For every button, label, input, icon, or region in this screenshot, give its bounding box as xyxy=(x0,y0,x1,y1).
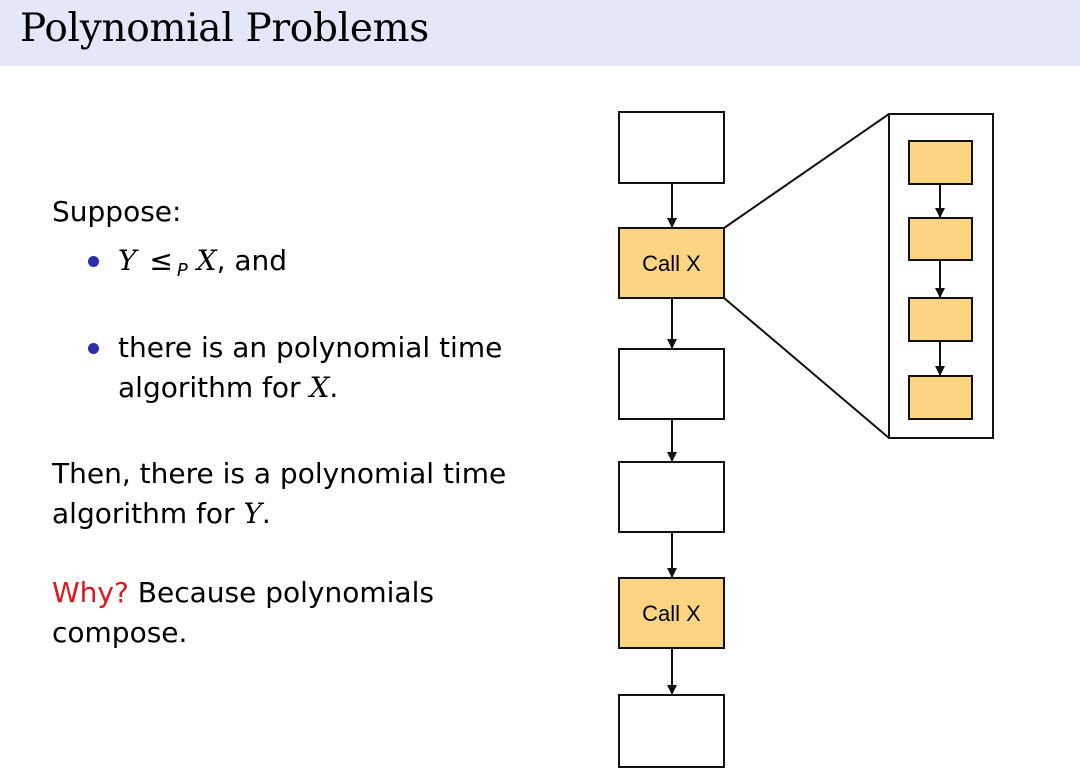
inner-step-box-1 xyxy=(908,140,973,185)
then-line2: algorithm for Y. xyxy=(52,497,271,530)
math-x: X xyxy=(309,371,330,404)
bullet-icon xyxy=(88,256,99,267)
suppose-text: Suppose: xyxy=(52,195,182,228)
call-x-box-1 xyxy=(618,227,725,299)
title-bar: Polynomial Problems xyxy=(0,0,1080,66)
call-x-label-2: Call X xyxy=(642,601,701,626)
step-box-1 xyxy=(618,111,725,184)
step-box-2 xyxy=(618,348,725,420)
then-line1: Then, there is a polynomial time xyxy=(52,457,507,490)
why-line2: compose. xyxy=(52,616,188,649)
inner-step-box-4 xyxy=(908,375,973,420)
then-paragraph: Then, there is a polynomial time algorit… xyxy=(52,454,506,534)
bullet-icon xyxy=(88,343,99,354)
inner-step-box-2 xyxy=(908,217,973,261)
bullet2-line1: there is an polynomial time xyxy=(118,331,503,364)
bullet-and: , and xyxy=(216,244,288,277)
math-y: Y xyxy=(118,244,137,277)
call-x-box-2 xyxy=(618,577,725,649)
inner-step-box-3 xyxy=(908,297,973,342)
math-p: P xyxy=(176,260,188,281)
bullet-reduction: Y ≤P X, and xyxy=(118,241,287,291)
call-x-label-1: Call X xyxy=(642,251,701,276)
page-title: Polynomial Problems xyxy=(20,6,429,51)
math-x: X xyxy=(196,244,217,277)
step-box-4 xyxy=(618,694,725,768)
bullet-algorithm: there is an polynomial time algorithm fo… xyxy=(118,328,502,408)
math-leq: ≤ xyxy=(149,244,173,277)
math-y: Y xyxy=(243,497,262,530)
why-label: Why? xyxy=(52,576,129,609)
bullet2-line2: algorithm for X. xyxy=(118,371,339,404)
zoom-line-top xyxy=(723,113,890,229)
zoom-line-bottom xyxy=(723,297,890,439)
why-rest: Because polynomials xyxy=(128,576,434,609)
why-paragraph: Why? Because polynomials compose. xyxy=(52,573,434,653)
step-box-3 xyxy=(618,461,725,533)
